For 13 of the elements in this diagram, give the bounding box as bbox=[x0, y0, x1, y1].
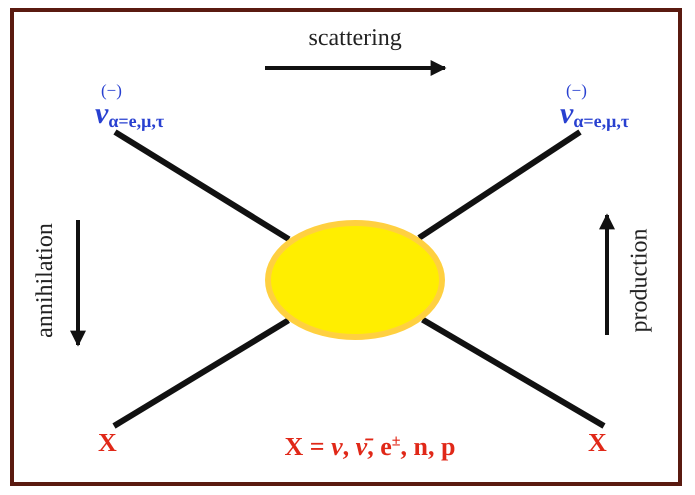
particle-definition: X = ν, ν̄, e$^{±}$, n, p bbox=[284, 432, 456, 462]
particle-line bbox=[113, 129, 290, 242]
particle-label: X bbox=[98, 428, 117, 458]
interaction-blob bbox=[265, 220, 445, 340]
neutrino-label: (−) ν$_{α=e,μ,τ}$ bbox=[95, 82, 164, 130]
particle-line bbox=[417, 130, 582, 240]
particle-line bbox=[112, 318, 290, 429]
process-label: production bbox=[626, 228, 654, 332]
particle-line bbox=[421, 317, 606, 429]
particle-label: X bbox=[588, 428, 607, 458]
process-label: scattering bbox=[308, 24, 402, 52]
process-label: annihilation bbox=[31, 222, 58, 338]
neutrino-label: (−) ν$_{α=e,μ,τ}$ bbox=[560, 82, 630, 130]
